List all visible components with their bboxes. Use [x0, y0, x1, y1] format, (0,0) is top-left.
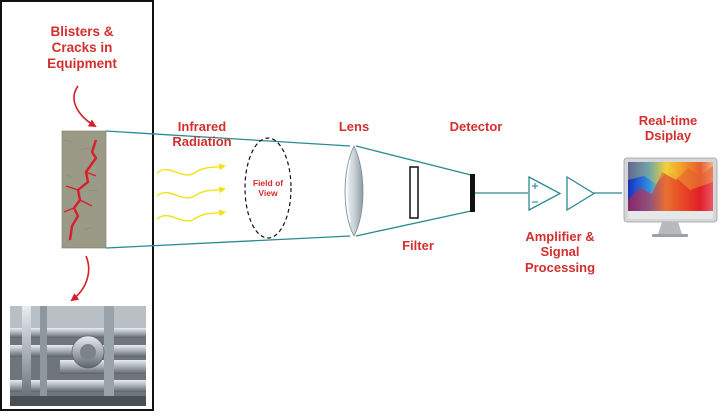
label-blisters-cracks: Blisters & Cracks in Equipment [47, 24, 117, 71]
amplifier-symbol [528, 175, 596, 212]
red-arrow-down [73, 85, 97, 128]
label-amplifier: Amplifier & Signal Processing [524, 229, 596, 275]
label-detector: Detector [449, 119, 503, 134]
label-real-time-display: Real-time Dsiplay [638, 113, 698, 144]
label-field-of-view: Field of View [252, 178, 284, 199]
infrared-arrows [156, 163, 226, 222]
field-of-view-ellipse [244, 137, 292, 239]
equipment-frame [0, 0, 154, 411]
lens-shape [344, 145, 364, 237]
monitor-image [623, 157, 718, 237]
label-filter: Filter [402, 238, 434, 253]
detector-shape [470, 174, 475, 212]
red-arrow-to-pipes [70, 255, 90, 302]
filter-shape [409, 166, 419, 219]
label-infrared-radiation: Infrared Radiation [172, 119, 232, 150]
industrial-pipes-image [10, 306, 146, 406]
view-cone [105, 130, 622, 249]
cracked-surface-image [61, 130, 107, 249]
label-lens: Lens [338, 119, 370, 134]
